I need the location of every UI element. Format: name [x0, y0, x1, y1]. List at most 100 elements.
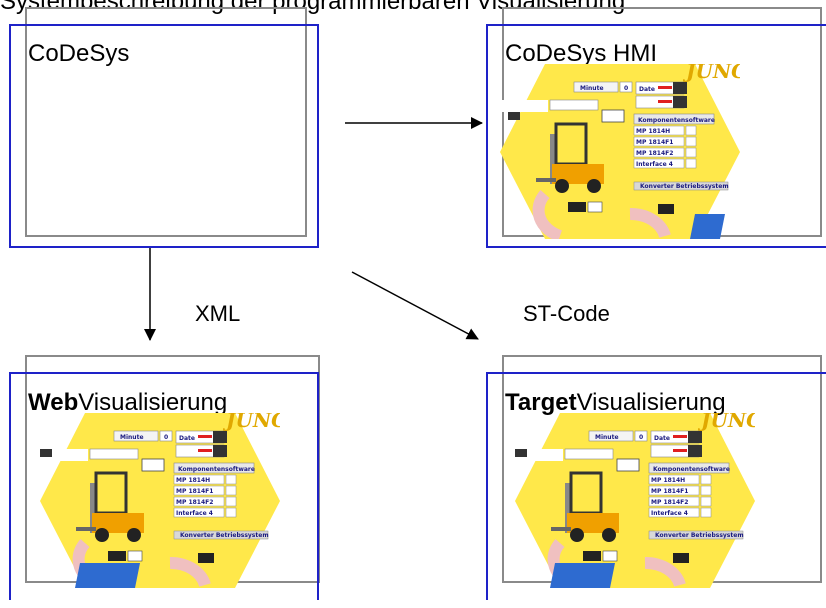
convert-button-label: Konverter Betriebssystem — [640, 183, 729, 190]
minute-value: 0 — [639, 434, 643, 441]
component-heading-box — [173, 462, 255, 474]
component-item: MP 1814H — [176, 477, 210, 484]
minute-field — [619, 81, 633, 93]
forklift-image — [76, 471, 144, 542]
module-icon — [587, 201, 603, 213]
blue-device — [550, 563, 615, 588]
small-device-icon — [616, 458, 640, 472]
minute-label: Minute — [595, 434, 619, 441]
codesys-title: CoDeSys — [28, 40, 130, 67]
date-label: Date — [654, 435, 670, 442]
hmi-frame-blue — [486, 24, 826, 248]
component-item: MP 1814H — [636, 128, 670, 135]
edge-label-xml: XML — [195, 301, 241, 326]
edge-label-st-code: ST-Code — [523, 301, 610, 326]
forklift-mini-icon — [688, 431, 702, 443]
blue-device — [75, 563, 140, 588]
target-frame-blue — [486, 372, 826, 600]
component-list: MP 1814H MP 1814F1 MP 1814F2 Interface 4 — [173, 474, 237, 518]
minute-label: Minute — [120, 434, 144, 441]
forklift-mini-icon-2 — [688, 445, 702, 457]
hmi-logo: JUNG — [682, 64, 740, 83]
minute-field — [159, 430, 173, 442]
component-item: Interface 4 — [636, 161, 673, 168]
web-screen-graphic: JUNG Minute 0 Date Komponentensoftware M… — [30, 413, 280, 588]
minute-value: 0 — [164, 434, 168, 441]
web-title-rest: Visualisierung — [78, 389, 228, 416]
module-icon — [127, 550, 143, 562]
component-item: MP 1814F2 — [636, 150, 673, 157]
forklift-image — [551, 471, 619, 542]
small-device-icon — [141, 458, 165, 472]
component-list: MP 1814H MP 1814F1 MP 1814F2 Interface 4 — [633, 125, 697, 169]
component-item: Interface 4 — [651, 510, 688, 517]
date-label: Date — [639, 86, 655, 93]
convert-button — [633, 181, 729, 191]
forklift-mini-icon — [673, 82, 687, 94]
convert-button-label: Konverter Betriebssystem — [180, 532, 269, 539]
convert-button — [173, 530, 269, 540]
component-item: MP 1814F1 — [651, 488, 688, 495]
web-title: WebVisualisierung — [28, 391, 227, 415]
controller-icon — [568, 202, 586, 212]
target-screen-graphic: JUNG Minute 0 Date Komponentensoftware M… — [505, 413, 755, 588]
component-heading: Komponentensoftware — [653, 466, 730, 473]
minute-value: 0 — [624, 85, 628, 92]
connector-icon — [198, 553, 214, 563]
web-title-bold: Web — [28, 389, 79, 416]
connector-icon — [658, 204, 674, 214]
module-icon — [602, 550, 618, 562]
date-arrow — [673, 435, 687, 438]
small-device-icon — [601, 109, 625, 123]
header-clipped-text: Systembeschreibung der programmierbaren … — [0, 0, 626, 15]
component-item: Interface 4 — [176, 510, 213, 517]
convert-button-label: Konverter Betriebssystem — [655, 532, 744, 539]
component-item: MP 1814F1 — [636, 139, 673, 146]
web-frame-blue — [9, 372, 319, 600]
side-arrow — [508, 112, 520, 120]
side-arrow — [40, 449, 52, 457]
value-field — [549, 99, 599, 111]
target-logo: JUNG — [697, 413, 755, 432]
forklift-mini-icon-2 — [213, 445, 227, 457]
circular-arrow-left — [532, 190, 563, 239]
hmi-screen-thumbnail: JUNG Minute 0 Date Komponentensoftware M… — [490, 64, 740, 259]
date-arrow — [198, 435, 212, 438]
component-item: MP 1814F1 — [176, 488, 213, 495]
web-logo: JUNG — [222, 413, 280, 432]
component-item: MP 1814H — [651, 477, 685, 484]
target-screen-thumbnail: JUNG Minute 0 Date Komponentensoftware M… — [505, 413, 755, 608]
hmi-screen-graphic: JUNG Minute 0 Date Komponentensoftware M… — [490, 64, 740, 239]
target-title-bold: Target — [505, 389, 577, 416]
hmi-title: CoDeSys HMI — [505, 40, 658, 67]
value-field — [564, 448, 614, 460]
target-title-rest: Visualisierung — [576, 389, 726, 416]
date-arrow-2 — [673, 449, 687, 452]
web-screen-thumbnail: JUNG Minute 0 Date Komponentensoftware M… — [30, 413, 280, 608]
component-heading: Komponentensoftware — [178, 466, 255, 473]
forklift-mini-icon — [213, 431, 227, 443]
circular-arrow-right — [169, 557, 211, 588]
component-list: MP 1814H MP 1814F1 MP 1814F2 Interface 4 — [648, 474, 712, 518]
side-field — [490, 100, 548, 112]
minute-box — [588, 430, 634, 442]
forklift-mini-icon-2 — [673, 96, 687, 108]
controller-icon — [108, 551, 126, 561]
target-title: TargetVisualisierung — [505, 391, 726, 415]
convert-button — [648, 530, 744, 540]
date-arrow-2 — [198, 449, 212, 452]
date-arrow-2 — [658, 100, 672, 103]
blue-device — [690, 214, 725, 239]
circular-arrow-right — [629, 208, 671, 239]
minute-box — [113, 430, 159, 442]
arrow-codesys-to-target — [351, 271, 479, 340]
value-field — [89, 448, 139, 460]
forklift-image — [536, 122, 604, 193]
connector-icon — [673, 553, 689, 563]
minute-field — [634, 430, 648, 442]
codesys-frame-blue — [9, 24, 319, 248]
component-heading-box — [648, 462, 730, 474]
component-item: MP 1814F2 — [176, 499, 213, 506]
date-arrow — [658, 86, 672, 89]
circular-arrow-right — [644, 557, 686, 588]
